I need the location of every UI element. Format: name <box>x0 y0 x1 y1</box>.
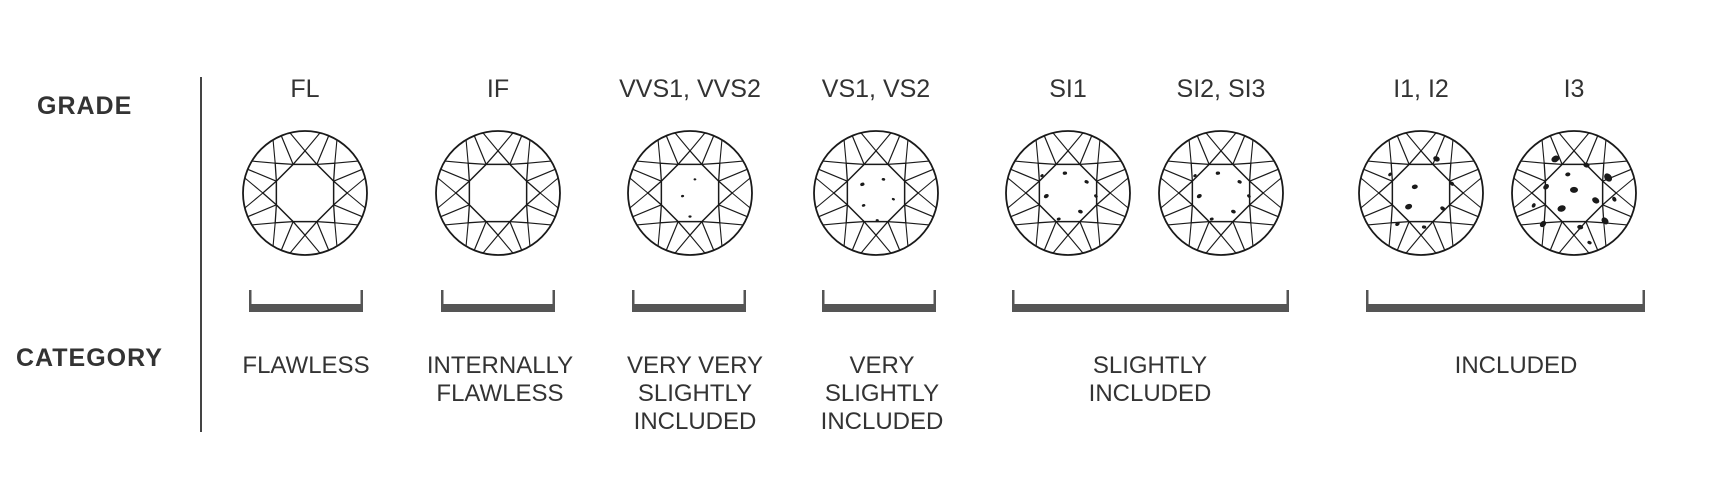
category-bracket <box>822 290 936 312</box>
category-line: INTERNALLY <box>426 352 574 379</box>
grade-label-i1-i2: I1, I2 <box>1393 75 1449 103</box>
diamond-diagram <box>1005 130 1131 256</box>
category-line: INCLUDED <box>820 408 944 435</box>
category-line: INCLUDED <box>633 408 757 435</box>
inclusion-mark <box>1592 197 1600 204</box>
inclusion-mark <box>1196 193 1202 199</box>
category-line: INCLUDED <box>1454 352 1578 379</box>
inclusion-mark <box>1215 171 1221 175</box>
category-bracket <box>1012 290 1289 312</box>
category-line: FLAWLESS <box>436 380 564 407</box>
category-bracket <box>249 290 363 312</box>
inclusion-mark <box>1247 194 1251 198</box>
inclusion-mark <box>1433 156 1440 162</box>
inclusion-mark <box>1043 193 1049 199</box>
diamond-diagram <box>1158 130 1284 256</box>
grade-label-si2-si3: SI2, SI3 <box>1176 75 1266 103</box>
inclusion-mark <box>1531 203 1536 208</box>
inclusion-mark <box>1388 172 1392 177</box>
inclusion-mark <box>881 177 886 181</box>
inclusion-mark <box>891 197 895 201</box>
category-line: SLIGHTLY <box>637 380 753 407</box>
category-line: INCLUDED <box>1088 380 1212 407</box>
inclusion-mark <box>1551 155 1560 163</box>
inclusion-mark <box>1411 184 1418 190</box>
inclusion-mark <box>1612 196 1617 202</box>
category-included: INCLUDED <box>1455 352 1578 380</box>
diamond-diagram <box>627 130 753 256</box>
diamond-diagram <box>1511 130 1637 256</box>
inclusion-mark <box>1395 221 1400 227</box>
category-line: VERY VERY <box>626 352 764 379</box>
inclusion-mark <box>1062 171 1068 175</box>
inclusion-mark <box>1231 209 1236 214</box>
inclusion-mark <box>1587 240 1592 245</box>
inclusion-mark <box>1056 217 1061 221</box>
inclusion-mark <box>1078 209 1083 214</box>
inclusion-mark <box>1237 180 1242 184</box>
grade-label-vs: VS1, VS2 <box>821 75 931 103</box>
inclusion-mark <box>1543 184 1549 190</box>
inclusion-mark <box>1601 217 1609 225</box>
inclusion-mark <box>1583 162 1590 168</box>
inclusion-mark <box>1449 181 1455 186</box>
category-internally-flawless: INTERNALLY FLAWLESS <box>427 352 573 408</box>
inclusion-mark <box>1421 225 1427 229</box>
category-line: SLIGHTLY <box>824 380 940 407</box>
diamond-diagram <box>242 130 368 256</box>
category-flawless: FLAWLESS <box>242 352 369 380</box>
grade-label-si1: SI1 <box>1049 75 1087 103</box>
inclusion-mark <box>1209 217 1214 221</box>
inclusion-mark <box>1040 174 1044 178</box>
diamond-diagram <box>813 130 939 256</box>
category-row-label: CATEGORY <box>16 344 163 372</box>
grade-row-label: GRADE <box>37 92 133 120</box>
category-line: VERY <box>849 352 915 379</box>
grade-label-i3: I3 <box>1563 75 1585 103</box>
category-slightly-included: SLIGHTLY INCLUDED <box>1089 352 1212 408</box>
inclusion-mark <box>1557 205 1566 212</box>
inclusion-mark <box>1539 220 1547 228</box>
inclusion-mark <box>1565 172 1571 177</box>
grade-label-vvs: VVS1, VVS2 <box>619 75 761 103</box>
inclusion-mark <box>875 219 879 222</box>
inclusion-mark <box>1577 224 1584 230</box>
inclusion-mark <box>1193 174 1197 178</box>
grade-label-if: IF <box>486 75 510 103</box>
category-line: FLAWLESS <box>242 352 370 379</box>
inclusion-mark <box>861 204 866 207</box>
inclusion-mark <box>1094 194 1098 198</box>
category-very-very-slightly-included: VERY VERY SLIGHTLY INCLUDED <box>627 352 763 436</box>
inclusion-mark <box>688 215 692 218</box>
inclusion-mark <box>1570 186 1578 193</box>
diamond-diagram <box>435 130 561 256</box>
diamond-diagram <box>1358 130 1484 256</box>
category-line: SLIGHTLY <box>1092 352 1208 379</box>
category-bracket <box>632 290 746 312</box>
grade-label-fl: FL <box>290 75 320 103</box>
inclusion-mark <box>693 178 697 181</box>
inclusion-mark <box>680 194 685 198</box>
inclusion-mark <box>1604 173 1613 182</box>
inclusion-mark <box>1440 206 1446 211</box>
inclusion-mark <box>1084 180 1089 184</box>
category-bracket <box>1366 290 1645 312</box>
inclusion-mark <box>1405 203 1413 210</box>
category-very-slightly-included: VERY SLIGHTLY INCLUDED <box>821 352 944 436</box>
category-bracket <box>441 290 555 312</box>
inclusion-mark <box>860 182 865 187</box>
